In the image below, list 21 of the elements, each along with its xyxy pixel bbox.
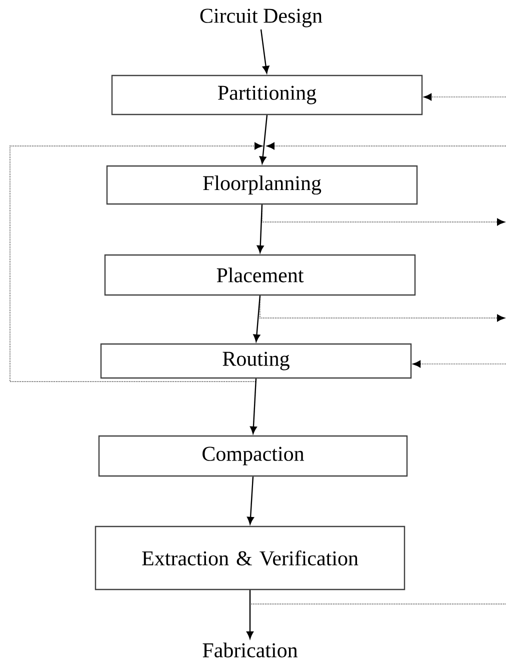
process-box: Compaction xyxy=(98,435,408,477)
feedback-arrow xyxy=(10,142,263,382)
process-box: Floorplanning xyxy=(106,165,418,205)
arrow xyxy=(250,378,257,434)
process-box: Partitioning xyxy=(111,74,423,116)
arrow xyxy=(256,204,264,253)
process-box: Extraction & Verification xyxy=(94,526,406,590)
process-box: Routing xyxy=(100,343,412,379)
arrow xyxy=(247,476,254,524)
flow-label: Fabrication xyxy=(202,642,298,658)
arrow xyxy=(246,590,254,639)
arrow xyxy=(260,29,270,74)
arrow xyxy=(253,296,261,342)
flow-label: Circuit Design xyxy=(200,8,322,28)
feedback-arrow xyxy=(423,93,506,101)
arrow xyxy=(259,115,268,164)
output-arrow xyxy=(262,204,506,226)
process-box: Placement xyxy=(104,254,416,296)
feedback-arrow xyxy=(266,142,506,150)
feedback-arrow xyxy=(412,360,506,368)
output-arrow xyxy=(260,295,506,322)
